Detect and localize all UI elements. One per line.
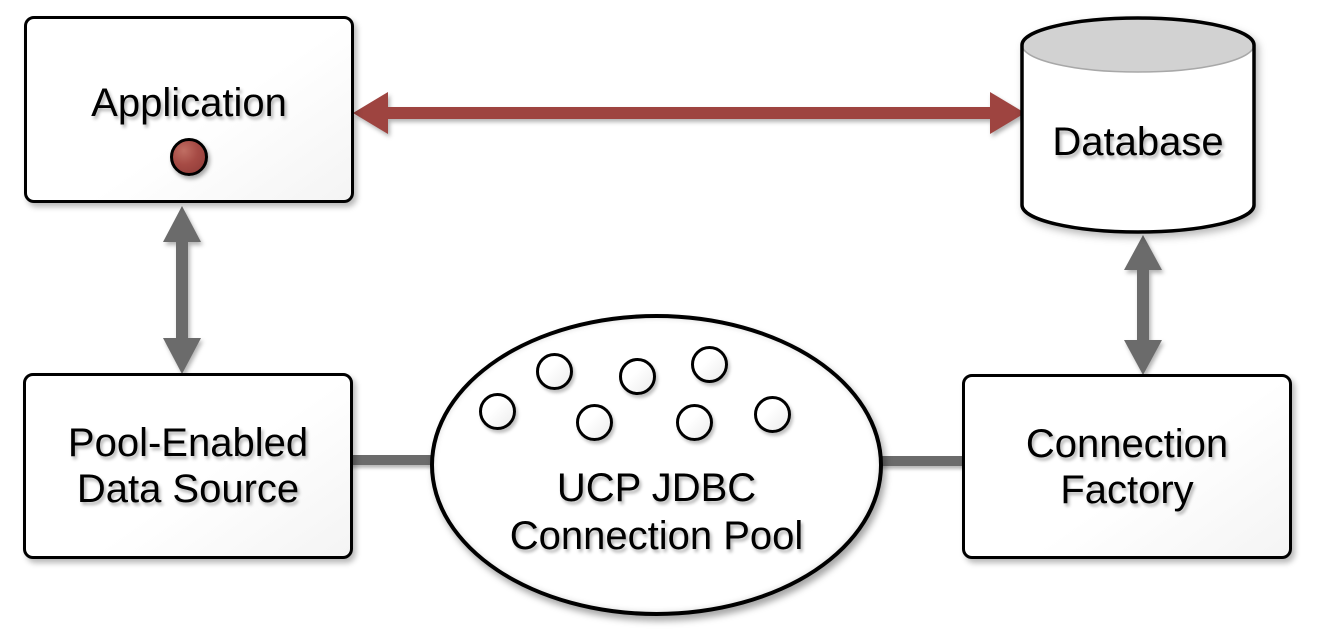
connection-dot-icon [170, 138, 208, 176]
application-label: Application [91, 81, 287, 125]
arrowhead-down-icon [1124, 340, 1162, 375]
connection-factory-label-line1: Connection [1025, 421, 1229, 466]
database-label: Database [1052, 120, 1224, 164]
node-ucp-connection-pool: UCP JDBC Connection Pool [430, 314, 883, 616]
node-pool-enabled-data-source: Pool-Enabled Data Source [23, 373, 353, 559]
pooled-connection-circle-icon [619, 358, 656, 395]
pooled-connection-circle-icon [479, 393, 516, 430]
connection-pool-label-line1: UCP JDBC [556, 466, 757, 510]
pooled-connection-circle-icon [754, 396, 791, 433]
cylinder-body [1022, 18, 1254, 232]
pool-data-source-label-line1: Pool-Enabled [67, 421, 309, 465]
arrowhead-right-icon [990, 92, 1025, 134]
node-application: Application [24, 16, 354, 203]
pooled-connection-circle-icon [576, 404, 613, 441]
connection-pool-label-line2: Connection Pool [509, 514, 804, 558]
pooled-connection-circle-icon [536, 353, 573, 390]
arrowhead-left-icon [353, 92, 388, 134]
connection-factory-label-line2: Factory [1060, 467, 1194, 512]
application-datasource-arrow [163, 206, 201, 374]
datasource-pool-connector [348, 455, 448, 465]
connection-pool-label: UCP JDBC Connection Pool [434, 464, 879, 560]
arrowhead-up-icon [163, 206, 201, 242]
pool-factory-connector [870, 456, 968, 466]
cylinder-outline [1020, 16, 1256, 234]
pooled-connection-circle-icon [676, 404, 713, 441]
pool-data-source-label-line2: Data Source [76, 467, 300, 511]
node-connection-factory: Connection Factory [962, 374, 1292, 559]
database-factory-arrow [1124, 235, 1162, 375]
arrowhead-up-icon [1124, 235, 1162, 270]
database-cylinder-icon [1020, 16, 1256, 234]
pooled-connection-circle-icon [691, 346, 728, 383]
arrowhead-down-icon [163, 338, 201, 374]
application-database-arrow [353, 92, 1025, 134]
node-database: Database [1018, 14, 1258, 236]
